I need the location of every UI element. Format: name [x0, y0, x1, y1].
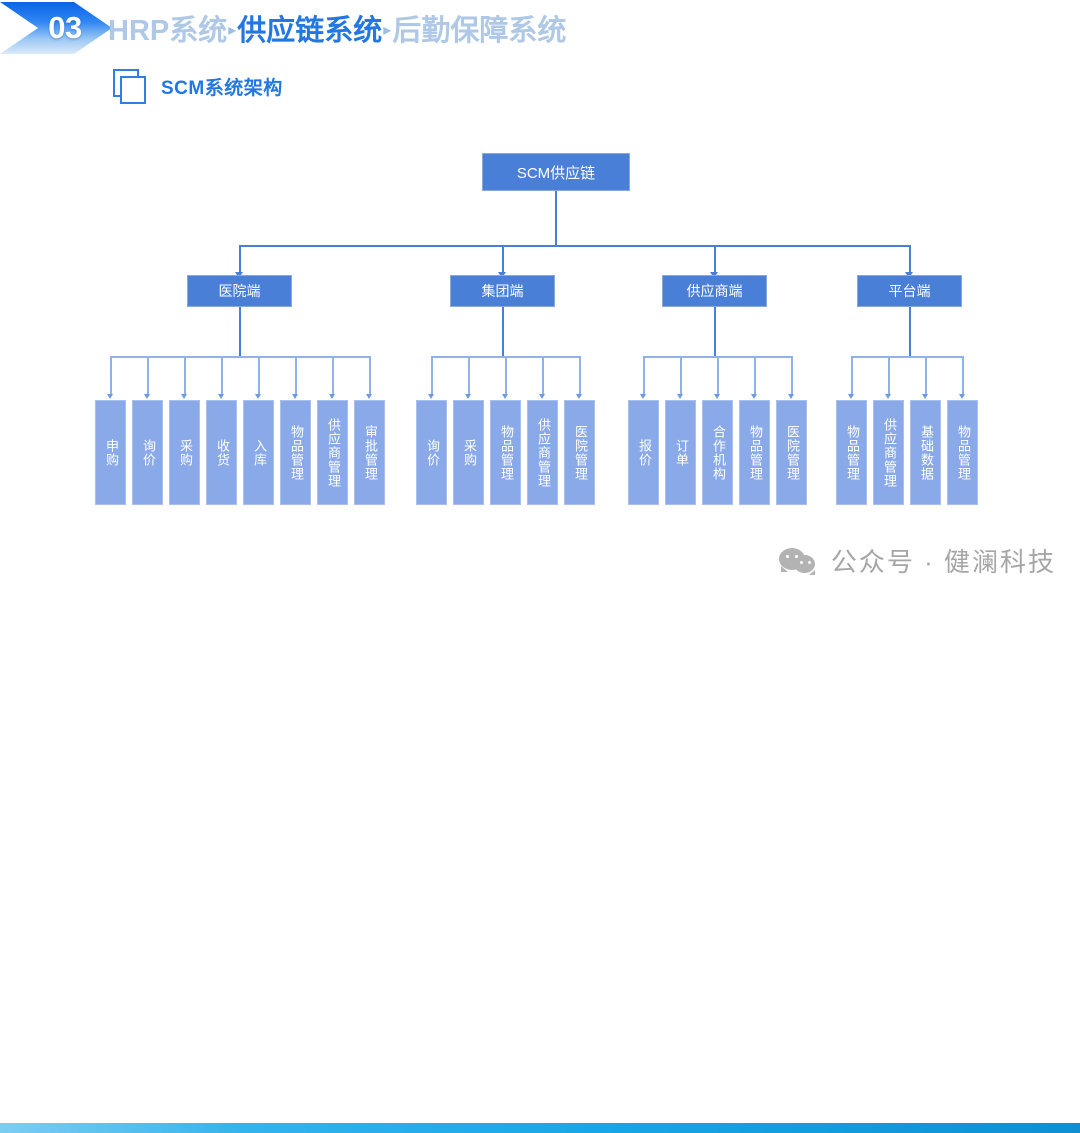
leaf-label: 物品管理 [844, 424, 860, 481]
leaf-label: 申购 [103, 438, 119, 467]
connector-drop-platform [909, 245, 911, 274]
arrow-leaf [366, 394, 372, 399]
leaf-label: 医院管理 [572, 424, 588, 481]
watermark-label: 公众号 · 健澜科技 [830, 547, 1056, 577]
connector-root-stem [555, 191, 557, 246]
arrow-leaf [576, 394, 582, 399]
leaf-node[interactable]: 物品管理 [836, 400, 867, 505]
arrow-leaf [329, 394, 335, 399]
leaf-node[interactable]: 医院管理 [776, 400, 807, 505]
leaf-node[interactable]: 医院管理 [564, 400, 595, 505]
connector-level1-bus [239, 245, 911, 247]
leaf-node[interactable]: 询价 [132, 400, 163, 505]
leaf-node[interactable]: 物品管理 [739, 400, 770, 505]
connector-stem-hospital [239, 307, 241, 357]
stacked-squares-icon [113, 69, 153, 104]
leaf-node[interactable]: 供应商管理 [527, 400, 558, 505]
leaf-label: 供应商管理 [325, 417, 341, 488]
connector-stem-group [502, 307, 504, 357]
arrow-leaf [181, 394, 187, 399]
leaf-node[interactable]: 申购 [95, 400, 126, 505]
leaf-node[interactable]: 审批管理 [354, 400, 385, 505]
section-subtitle: SCM系统架构 [113, 68, 283, 104]
leaf-label: 物品管理 [288, 424, 304, 481]
section-number-label: 03 [48, 10, 82, 45]
leaf-node[interactable]: 收货 [206, 400, 237, 505]
leaf-label: 物品管理 [955, 424, 971, 481]
arrow-leaf [428, 394, 434, 399]
leaf-label: 入库 [251, 438, 267, 467]
leaf-node[interactable]: 物品管理 [947, 400, 978, 505]
leaf-label: 采购 [461, 438, 477, 467]
leaf-node[interactable]: 物品管理 [280, 400, 311, 505]
leaf-label: 报价 [636, 438, 652, 467]
arrow-leaf [751, 394, 757, 399]
leaf-node[interactable]: 供应商管理 [317, 400, 348, 505]
leaf-node[interactable]: 合作机构 [702, 400, 733, 505]
node-root[interactable]: SCM供应链 [482, 153, 630, 191]
arrow-leaf [255, 394, 261, 399]
breadcrumb-separator-2: ▸ [383, 22, 392, 39]
arrow-leaf [218, 394, 224, 399]
connector-stem-supplier [714, 307, 716, 357]
section-subtitle-label: SCM系统架构 [161, 77, 283, 99]
arrow-leaf [788, 394, 794, 399]
arrow-leaf [922, 394, 928, 399]
node-branch-group[interactable]: 集团端 [450, 275, 555, 307]
leaf-label: 医院管理 [784, 424, 800, 481]
leaf-label: 订单 [673, 438, 689, 467]
leaf-label: 采购 [177, 438, 193, 467]
leaf-node[interactable]: 采购 [169, 400, 200, 505]
scm-architecture-chart: SCM供应链 医院端 集团端 供应商端 平台端 [0, 120, 1080, 530]
connector-bus-platform [851, 356, 962, 358]
arrow-leaf [640, 394, 646, 399]
breadcrumb-item-scm[interactable]: 供应链系统 [237, 15, 383, 47]
leaf-node[interactable]: 采购 [453, 400, 484, 505]
arrow-leaf [107, 394, 113, 399]
footer: 公众号 · 健澜科技 [0, 540, 1080, 1133]
arrow-leaf [144, 394, 150, 399]
connector-bus-hospital [110, 356, 370, 358]
arrow-leaf [502, 394, 508, 399]
leaf-label: 供应商管理 [535, 417, 551, 488]
leaf-label: 物品管理 [747, 424, 763, 481]
arrow-leaf [714, 394, 720, 399]
leaf-label: 合作机构 [710, 424, 726, 481]
node-branch-hospital[interactable]: 医院端 [187, 275, 292, 307]
leaf-label: 收货 [214, 438, 230, 467]
arrow-leaf [539, 394, 545, 399]
connector-drop-supplier [714, 245, 716, 274]
breadcrumb: HRP系统 ▸ 供应链系统 ▸ 后勤保障系统 [108, 5, 566, 51]
arrow-leaf [292, 394, 298, 399]
arrow-leaf [848, 394, 854, 399]
leaf-node[interactable]: 订单 [665, 400, 696, 505]
arrow-leaf [677, 394, 683, 399]
leaf-label: 基础数据 [918, 424, 934, 481]
leaf-node[interactable]: 基础数据 [910, 400, 941, 505]
leaf-node[interactable]: 询价 [416, 400, 447, 505]
arrow-leaf [885, 394, 891, 399]
leaf-label: 审批管理 [362, 424, 378, 481]
leaf-label: 物品管理 [498, 424, 514, 481]
node-branch-supplier[interactable]: 供应商端 [662, 275, 767, 307]
arrow-leaf [465, 394, 471, 399]
breadcrumb-separator-1: ▸ [228, 22, 237, 39]
breadcrumb-item-logistics[interactable]: 后勤保障系统 [392, 15, 567, 47]
node-branch-platform[interactable]: 平台端 [857, 275, 962, 307]
connector-drop-group [502, 245, 504, 274]
connector-drop-hospital [239, 245, 241, 274]
leaf-label: 询价 [140, 438, 156, 467]
leaf-node[interactable]: 入库 [243, 400, 274, 505]
watermark: 公众号 · 健澜科技 [778, 542, 1056, 579]
bottom-accent-bar [0, 1123, 1080, 1133]
leaf-node[interactable]: 物品管理 [490, 400, 521, 505]
connector-stem-platform [909, 307, 911, 357]
wechat-icon [778, 546, 821, 576]
leaf-node[interactable]: 供应商管理 [873, 400, 904, 505]
arrow-leaf [959, 394, 965, 399]
leaf-label: 供应商管理 [881, 417, 897, 488]
leaf-node[interactable]: 报价 [628, 400, 659, 505]
leaf-label: 询价 [424, 438, 440, 467]
breadcrumb-item-hrp[interactable]: HRP系统 [108, 15, 228, 47]
